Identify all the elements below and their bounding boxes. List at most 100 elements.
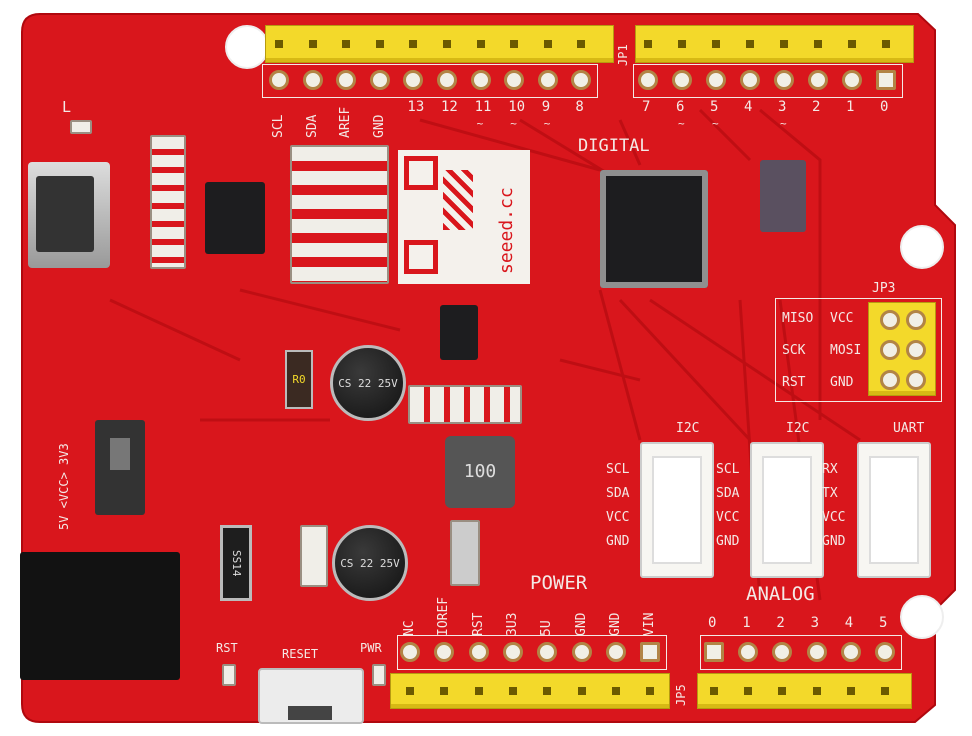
passive-components xyxy=(150,135,186,269)
icsp-pin[interactable] xyxy=(906,370,926,390)
header-pin[interactable] xyxy=(434,642,455,662)
header-pin[interactable] xyxy=(470,70,491,90)
header-pin[interactable] xyxy=(875,642,895,662)
header-pin[interactable] xyxy=(403,70,424,90)
led-l-label: L xyxy=(62,98,72,116)
header-pin[interactable] xyxy=(571,70,592,90)
header-socket[interactable] xyxy=(577,40,586,48)
header-pin[interactable] xyxy=(808,70,828,90)
header-socket[interactable] xyxy=(646,687,655,695)
header-socket[interactable] xyxy=(476,40,485,48)
header-socket[interactable] xyxy=(406,687,414,695)
pin-label: SCL xyxy=(271,114,286,138)
header-socket[interactable] xyxy=(848,40,856,48)
icsp-pin[interactable] xyxy=(880,310,900,330)
header-pin[interactable] xyxy=(806,642,827,662)
header-socket[interactable] xyxy=(308,40,317,48)
header-pin[interactable] xyxy=(400,642,420,662)
header-pin[interactable] xyxy=(502,642,523,662)
pin-label: 8 xyxy=(575,99,584,115)
voltage-select-switch[interactable] xyxy=(95,420,145,515)
grove-connector[interactable] xyxy=(857,442,931,578)
icsp-pin[interactable] xyxy=(906,340,926,360)
header-pin[interactable] xyxy=(640,642,661,662)
pin-label: 4 xyxy=(744,99,753,115)
header-pin[interactable] xyxy=(369,70,390,90)
header-socket[interactable] xyxy=(780,40,788,48)
header-socket[interactable] xyxy=(846,687,855,695)
pin-label: 3U3 xyxy=(504,612,520,636)
header-pin[interactable] xyxy=(704,642,724,662)
header-socket[interactable] xyxy=(440,687,449,695)
micro-usb-port[interactable] xyxy=(28,162,110,268)
header-socket[interactable] xyxy=(508,687,517,695)
header-pin[interactable] xyxy=(468,642,489,662)
grove-connector[interactable] xyxy=(750,442,824,578)
header-socket[interactable] xyxy=(746,40,754,48)
header-socket[interactable] xyxy=(778,687,787,695)
header-socket[interactable] xyxy=(409,40,418,48)
header-socket[interactable] xyxy=(678,40,686,48)
header-pin[interactable] xyxy=(772,642,793,662)
header-pin[interactable] xyxy=(605,642,626,662)
icsp-pin[interactable] xyxy=(880,370,900,390)
header-pin[interactable] xyxy=(738,642,759,662)
header-socket[interactable] xyxy=(882,40,890,48)
header-pin[interactable] xyxy=(336,70,357,90)
header-socket[interactable] xyxy=(275,40,283,48)
header-pin[interactable] xyxy=(537,70,558,90)
header-socket[interactable] xyxy=(881,687,889,695)
header-pin[interactable] xyxy=(740,70,760,90)
diode: SS14 xyxy=(220,525,252,601)
header-socket[interactable] xyxy=(710,687,718,695)
power-header[interactable] xyxy=(390,673,670,709)
header-pin[interactable] xyxy=(437,70,457,90)
icsp-pin[interactable] xyxy=(880,340,900,360)
grove-pin-label: SCL xyxy=(716,462,740,477)
grove-connector[interactable] xyxy=(640,442,714,578)
resistor: R0 xyxy=(285,350,313,409)
electrolytic-capacitor: CS 22 25V xyxy=(332,525,408,601)
header-socket[interactable] xyxy=(814,40,822,48)
reset-button-cap[interactable] xyxy=(288,706,332,720)
header-pin[interactable] xyxy=(842,70,862,90)
analog-header[interactable] xyxy=(697,673,912,709)
header-pin[interactable] xyxy=(269,70,289,90)
grove-pin-label: GND xyxy=(606,534,630,549)
header-socket[interactable] xyxy=(375,40,384,48)
header-socket[interactable] xyxy=(812,687,821,695)
header-pin[interactable] xyxy=(504,70,525,90)
header-socket[interactable] xyxy=(543,40,552,48)
grove-title: I2C xyxy=(786,421,810,436)
header-pin[interactable] xyxy=(840,642,861,662)
header-socket[interactable] xyxy=(474,687,483,695)
pin-label: 3 xyxy=(810,615,820,631)
header-socket[interactable] xyxy=(577,687,586,695)
digital-header-low[interactable] xyxy=(635,25,914,63)
header-pin[interactable] xyxy=(638,70,658,90)
header-pin[interactable] xyxy=(537,642,558,662)
dc-power-jack[interactable] xyxy=(20,552,180,680)
header-pin[interactable] xyxy=(876,70,896,90)
header-socket[interactable] xyxy=(510,40,519,48)
icsp-frame xyxy=(775,298,942,402)
header-socket[interactable] xyxy=(744,687,753,695)
header-socket[interactable] xyxy=(611,687,620,695)
grove-socket xyxy=(652,456,702,564)
header-pin[interactable] xyxy=(774,70,794,90)
reset-button[interactable] xyxy=(258,668,364,724)
header-pin[interactable] xyxy=(302,70,323,90)
icsp-pin[interactable] xyxy=(906,310,926,330)
header-pin[interactable] xyxy=(571,642,592,662)
header-pin[interactable] xyxy=(672,70,692,90)
pin-label: 0 xyxy=(708,615,717,631)
header-pin[interactable] xyxy=(706,70,726,90)
digital-header-high[interactable] xyxy=(265,25,614,63)
header-socket[interactable] xyxy=(644,40,652,48)
header-socket[interactable] xyxy=(342,40,351,48)
header-socket[interactable] xyxy=(712,40,720,48)
switch-slider[interactable] xyxy=(110,438,130,470)
header-socket[interactable] xyxy=(443,40,451,48)
header-socket[interactable] xyxy=(543,687,552,695)
icsp-pin-label: RST xyxy=(782,375,806,390)
